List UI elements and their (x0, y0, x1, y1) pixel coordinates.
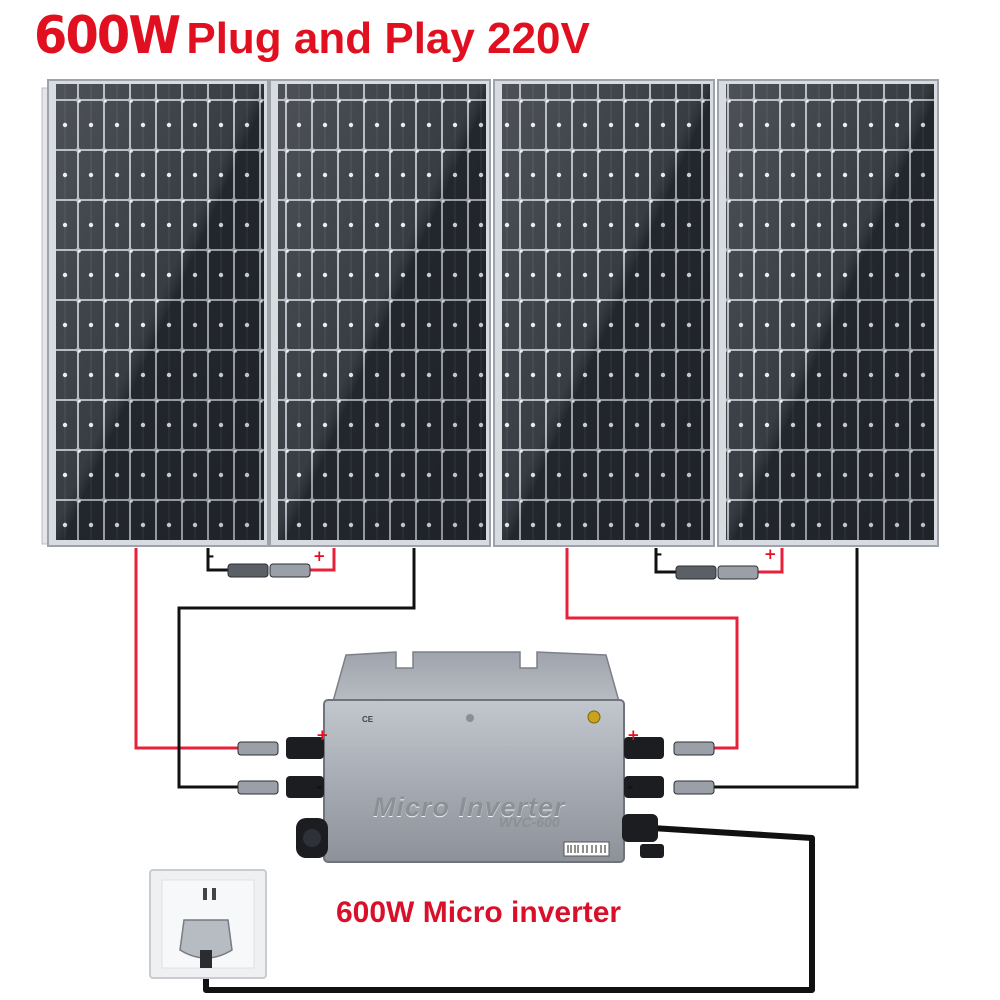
solar-panel-2 (269, 79, 491, 547)
ac-connector-left (296, 818, 328, 858)
positive-wire-left (134, 548, 238, 750)
dc-connector-left-negative (237, 776, 324, 798)
solar-panel-4 (717, 79, 939, 547)
inverter-right-minus-label: - (627, 778, 634, 796)
title-subtitle: Plug and Play 220V (186, 14, 590, 63)
dc-connector-right-positive (624, 737, 715, 759)
series-3-4-minus-label: - (656, 545, 663, 563)
dc-connector-right-negative (624, 776, 715, 798)
series-link-3-4 (654, 548, 784, 580)
inverter-left-minus-label: - (316, 778, 323, 796)
solar-panel-3 (493, 79, 715, 547)
micro-inverter (323, 651, 625, 863)
ac-plug (179, 919, 233, 968)
inverter-right-plus-label: + (627, 726, 640, 744)
solar-panel-1 (47, 79, 269, 547)
inverter-model: WVC-600 (499, 814, 560, 830)
inverter-left-plus-label: + (316, 726, 329, 744)
negative-wire-right (714, 548, 859, 789)
inverter-label: Micro Inverter (373, 792, 566, 822)
page-title: 600W Plug and Play 220V (34, 6, 590, 66)
series-link-1-2 (206, 548, 336, 578)
series-1-2-plus-label: + (313, 547, 326, 565)
series-1-2-minus-label: - (208, 547, 215, 565)
title-power: 600W (34, 6, 181, 66)
ac-cable (203, 824, 815, 993)
positive-wire-right (565, 548, 739, 750)
inverter-caption: 600W Micro inverter (336, 896, 622, 929)
ce-mark: CE (362, 715, 374, 724)
series-3-4-plus-label: + (764, 545, 777, 563)
negative-wire-left (177, 548, 416, 789)
dc-connector-left-positive (237, 737, 324, 759)
ac-connector-right (622, 814, 664, 858)
